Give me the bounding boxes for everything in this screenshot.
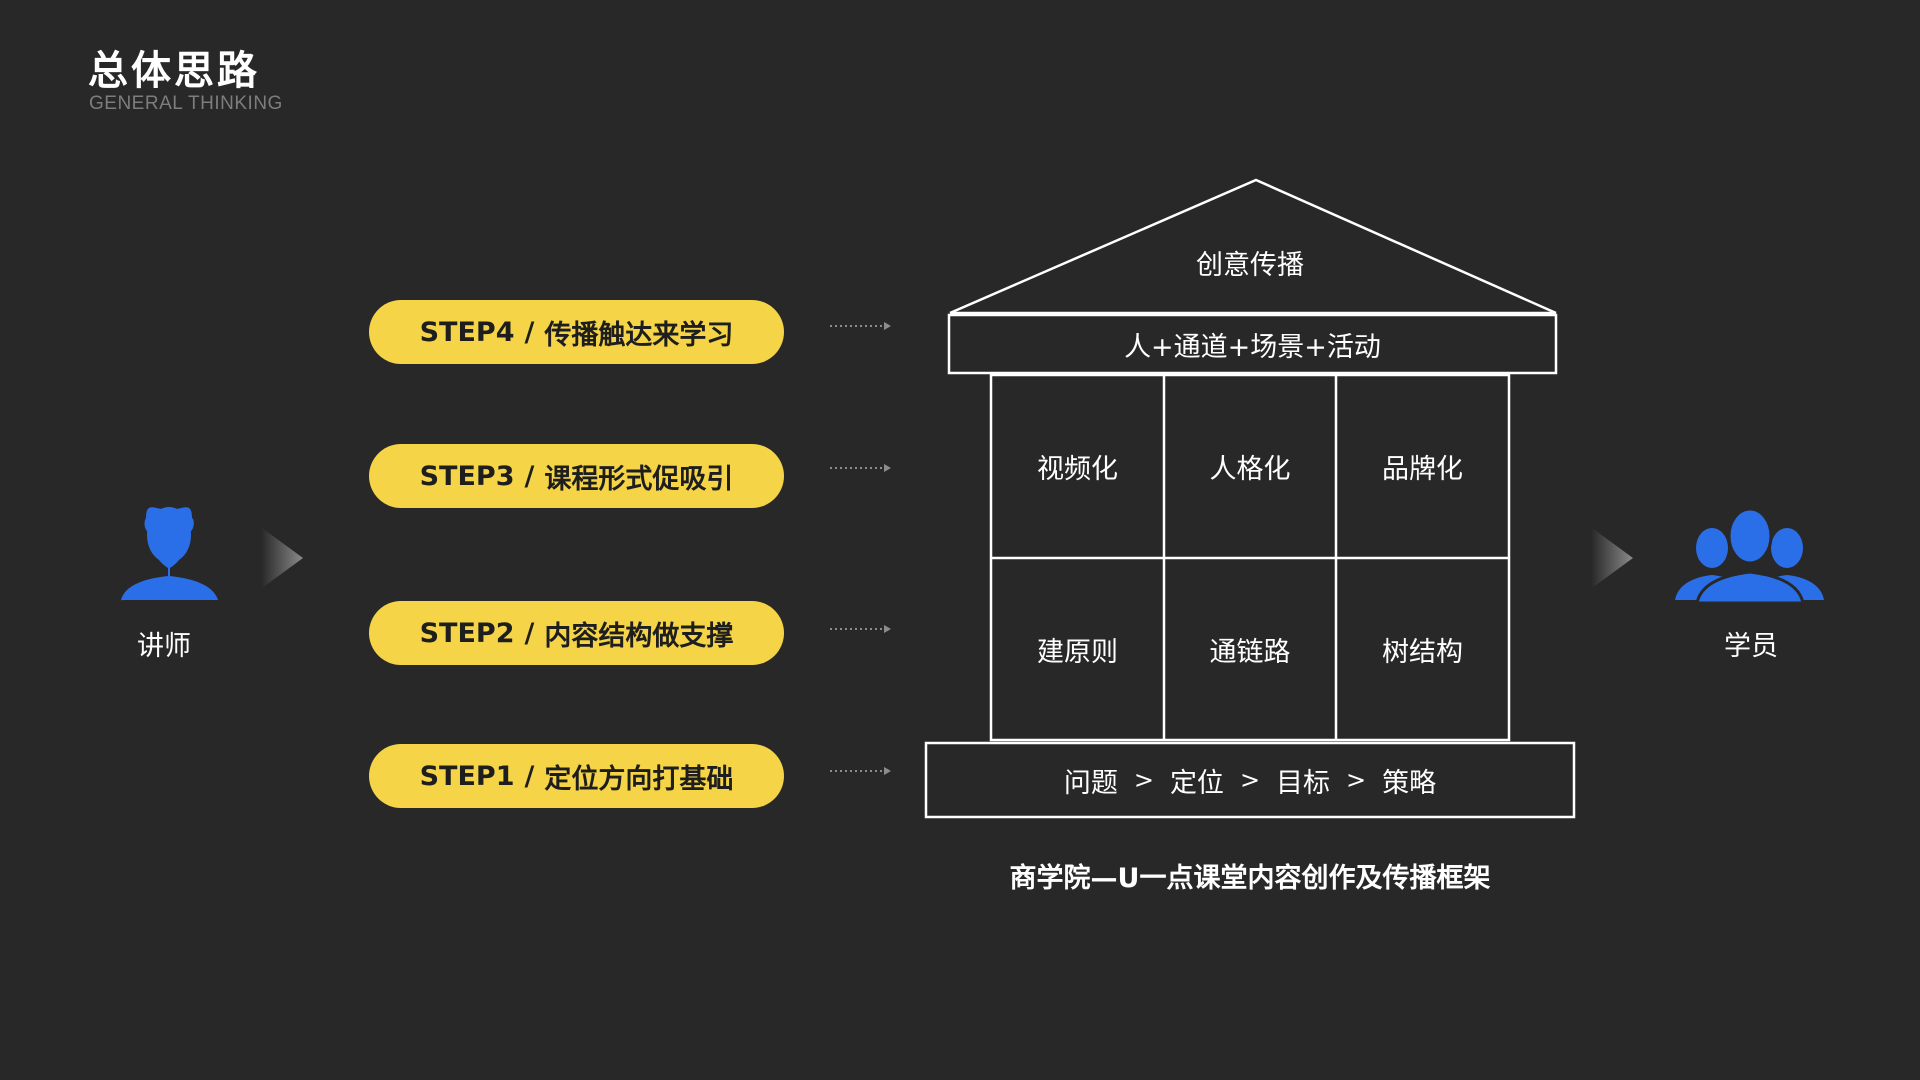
pillar-cell: 通链路 <box>1209 636 1291 668</box>
base-separator: > <box>1133 766 1154 794</box>
page-title: 总体思路 <box>88 48 260 94</box>
pillar-cell: 人格化 <box>1209 454 1291 485</box>
connector-heads <box>884 322 891 775</box>
pillar-cell: 建原则 <box>1037 636 1118 668</box>
step-2-pill: STEP2/内容结构做支撑 <box>369 601 784 665</box>
foundation: 问题 > 定位 > 目标 > 策略 <box>926 743 1574 817</box>
step-text: 课程形式促吸引 <box>544 463 734 495</box>
step-code: STEP1 <box>419 760 515 792</box>
pillar-cell: 品牌化 <box>1382 454 1463 485</box>
step-4-pill: STEP4/传播触达来学习 <box>369 300 784 364</box>
pillar-cell: 视频化 <box>1037 454 1118 485</box>
step-text: 定位方向打基础 <box>544 763 734 795</box>
step-code: STEP2 <box>419 617 515 649</box>
page-subtitle: GENERAL THINKING <box>89 93 283 114</box>
step-code: STEP3 <box>419 460 515 492</box>
step-code: STEP4 <box>419 316 515 348</box>
step-text: 传播触达来学习 <box>544 319 734 351</box>
base-separator: > <box>1346 766 1367 794</box>
base-separator: > <box>1239 766 1261 794</box>
base-item: 目标 <box>1276 767 1331 799</box>
arrow-right-icon <box>262 528 303 588</box>
base-item: 问题 <box>1063 767 1118 799</box>
user-icon <box>121 507 218 601</box>
base-item: 策略 <box>1382 767 1437 799</box>
users-group-icon <box>1675 507 1824 605</box>
lecturer-label: 讲师 <box>137 631 191 662</box>
step-1-pill: STEP1/定位方向打基础 <box>369 744 784 808</box>
pillar-cell: 树结构 <box>1382 636 1463 668</box>
student-label: 学员 <box>1724 631 1778 662</box>
diagram-caption: 商学院—U一点课堂内容创作及传播框架 <box>1009 863 1491 894</box>
step-text: 内容结构做支撑 <box>544 620 734 652</box>
roof-label: 创意传播 <box>1196 249 1304 281</box>
house-frame <box>924 178 1576 819</box>
arrow-right-icon <box>1592 528 1633 588</box>
step-3-pill: STEP3/课程形式促吸引 <box>369 444 784 508</box>
step-connectors <box>830 325 885 772</box>
beam-label: 人+通道+场景+活动 <box>1124 331 1381 363</box>
base-item: 定位 <box>1169 767 1224 799</box>
